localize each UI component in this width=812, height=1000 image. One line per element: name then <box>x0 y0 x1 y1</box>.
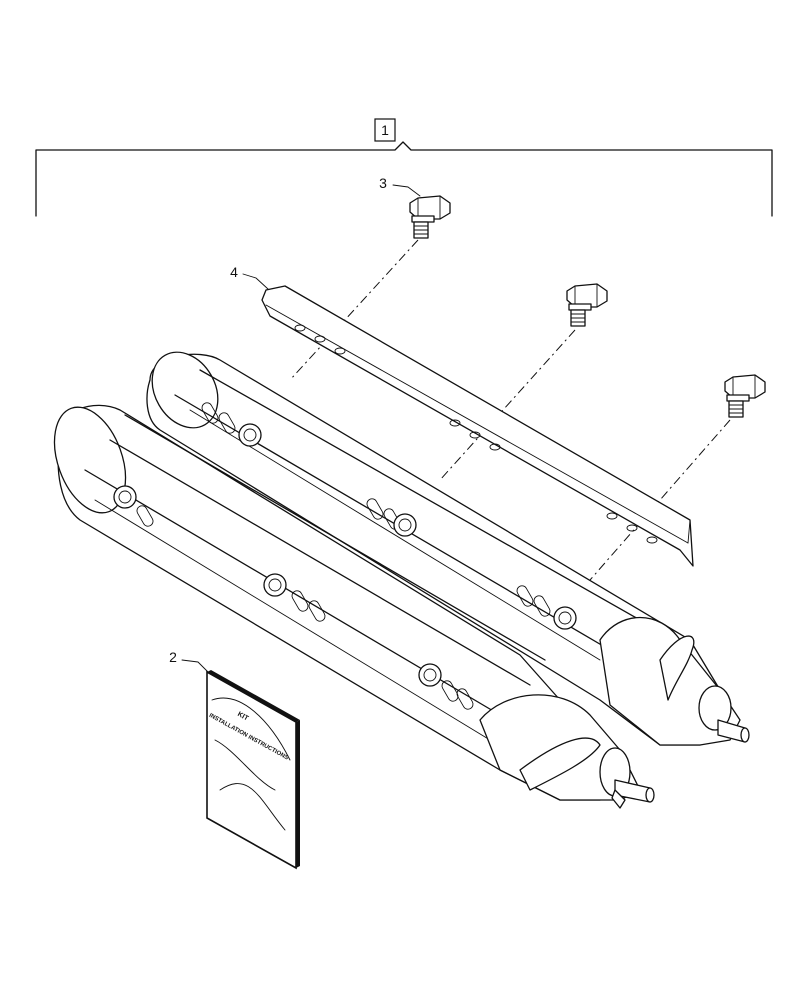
front-rotor-nuts <box>113 485 442 687</box>
rotor-front[interactable] <box>41 397 655 809</box>
rear-auger-flight <box>659 635 695 701</box>
flange-bolt-right[interactable] <box>724 374 766 418</box>
callout-1-label: 1 <box>381 122 389 138</box>
callout-4-leader <box>242 273 269 290</box>
flange-bolt-top[interactable] <box>409 195 451 239</box>
callout-3-label: 3 <box>379 175 387 191</box>
kit-bracket <box>35 141 773 217</box>
strip-slots <box>294 324 658 544</box>
callout-3-leader <box>392 184 421 197</box>
assembly-centerlines <box>289 239 731 581</box>
booklet-title: KIT <box>236 711 250 723</box>
rear-shaft-hub <box>698 685 732 731</box>
callout-4[interactable]: 4 <box>230 264 269 290</box>
callout-2[interactable]: 2 <box>169 649 213 677</box>
rear-rotor-slots <box>201 402 551 617</box>
front-auger-flight <box>519 737 601 791</box>
callout-3[interactable]: 3 <box>379 175 421 197</box>
front-rotor-slots <box>136 505 474 710</box>
callout-2-label: 2 <box>169 649 177 665</box>
instruction-booklet[interactable]: KIT INSTALLATION INSTRUCTIONS <box>206 670 300 870</box>
callout-4-label: 4 <box>230 264 238 280</box>
rear-rotor-nuts <box>238 423 577 630</box>
flange-bolt-middle[interactable] <box>566 283 608 327</box>
callout-1[interactable]: 1 <box>374 118 396 142</box>
rotor-rear[interactable] <box>139 340 750 746</box>
callout-1-box <box>374 118 396 142</box>
mounting-strip[interactable] <box>261 285 694 567</box>
